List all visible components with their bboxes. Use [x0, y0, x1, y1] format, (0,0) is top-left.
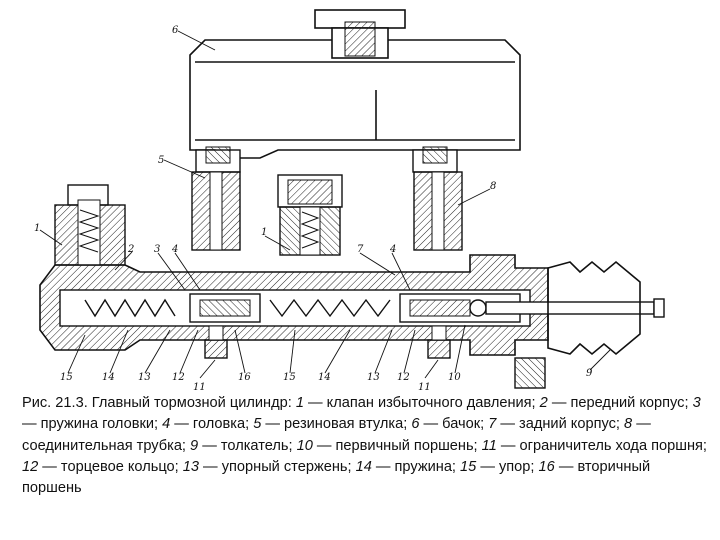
callout-11-left: 11	[193, 382, 206, 393]
caption-num-10: 10	[296, 437, 313, 454]
caption-num-5: 5	[253, 416, 262, 433]
caption-num-11: 11	[481, 437, 497, 454]
caption-text-3: — пружина головки;	[22, 416, 163, 433]
spring-rear	[269, 298, 391, 318]
callout-4-left: 4	[171, 244, 178, 255]
connecting-tube-right	[413, 171, 463, 251]
caption-num-6: 6	[411, 416, 420, 433]
callout-7: 7	[357, 244, 364, 255]
caption-num-16: 16	[538, 458, 555, 475]
caption-text-14: — пружина;	[371, 458, 461, 475]
caption-text-13: — упорный стержень;	[199, 458, 356, 475]
caption-text-7: — задний корпус;	[496, 416, 625, 433]
caption-num-3: 3	[692, 395, 701, 411]
pressure-valve-center	[277, 174, 343, 256]
caption-text-10: — первичный поршень;	[312, 437, 482, 454]
figure-caption: Рис. 21.3. Главный тормозной цилиндр: 1 …	[22, 393, 712, 499]
caption-num-4: 4	[162, 416, 171, 433]
callout-13-left: 13	[138, 372, 151, 383]
callout-1-left: 1	[34, 223, 40, 234]
callout-9: 9	[586, 368, 593, 379]
caption-text-8: — соединительная трубка;	[22, 416, 651, 454]
caption-text-16: — вторичный поршень	[22, 458, 651, 497]
leader-lines	[39, 30, 611, 379]
caption-num-13: 13	[182, 458, 199, 475]
protective-boot	[547, 260, 641, 356]
callout-12-right: 12	[397, 372, 410, 383]
callout-15-center: 15	[283, 372, 296, 383]
caption-text-11: — ограничитель хода поршня;	[496, 437, 707, 454]
pressure-valve-left	[54, 184, 126, 266]
secondary-piston	[189, 293, 261, 323]
caption-text-9: — толкатель;	[198, 437, 297, 454]
stroke-limiter-rear	[427, 325, 451, 359]
caption-num-1: 1	[295, 395, 304, 411]
pushrod	[485, 298, 665, 318]
callout-1-center: 1	[261, 227, 267, 238]
caption-text-1: — клапан избыточного давления;	[303, 395, 540, 411]
caption-num-7: 7	[488, 416, 497, 433]
caption-text-4: — головка;	[170, 416, 254, 433]
rubber-bushing-left	[195, 146, 241, 173]
caption-num-15: 15	[460, 458, 477, 475]
caption-num-14: 14	[355, 458, 372, 475]
callout-8: 8	[490, 181, 496, 192]
callout-15-left: 15	[60, 372, 73, 383]
caption-num-2: 2	[539, 395, 548, 411]
connecting-tube-left	[191, 171, 241, 251]
caption-text-6: — бачок;	[419, 416, 489, 433]
callout-5: 5	[158, 155, 164, 166]
stroke-limiter-front	[204, 325, 228, 359]
callout-4-right: 4	[389, 244, 396, 255]
callout-11-right: 11	[418, 382, 431, 393]
callout-6: 6	[172, 25, 179, 36]
callout-2: 2	[127, 244, 134, 255]
caption-text-15: — упор;	[476, 458, 539, 475]
caption-text-12: — торцевое кольцо;	[38, 458, 183, 475]
spring-front	[84, 298, 176, 318]
callout-13-right: 13	[367, 372, 380, 383]
callout-14-center: 14	[318, 372, 331, 383]
caption-text-2: — передний корпус;	[547, 395, 693, 411]
caption-num-12: 12	[22, 458, 39, 475]
caption-prefix: Рис. 21.3. Главный тормозной цилиндр:	[22, 395, 296, 411]
callout-14-left: 14	[102, 372, 115, 383]
rubber-bushing-right	[412, 146, 458, 173]
callout-10: 10	[448, 372, 461, 383]
caption-num-8: 8	[624, 416, 633, 433]
callout-3: 3	[154, 244, 160, 255]
reservoir-cap	[314, 9, 406, 59]
master-cylinder-drawing: 6 5 8 1 1 2 3 4 7 4 9 15 14 13 12 11 16 …	[34, 9, 665, 393]
callout-16: 16	[238, 372, 251, 383]
callout-12-left: 12	[172, 372, 185, 383]
caption-num-9: 9	[190, 437, 199, 454]
callout-labels: 6 5 8 1 1 2 3 4 7 4 9 15 14 13 12 11 16 …	[34, 25, 593, 393]
caption-text-5: — резиновая втулка;	[261, 416, 412, 433]
